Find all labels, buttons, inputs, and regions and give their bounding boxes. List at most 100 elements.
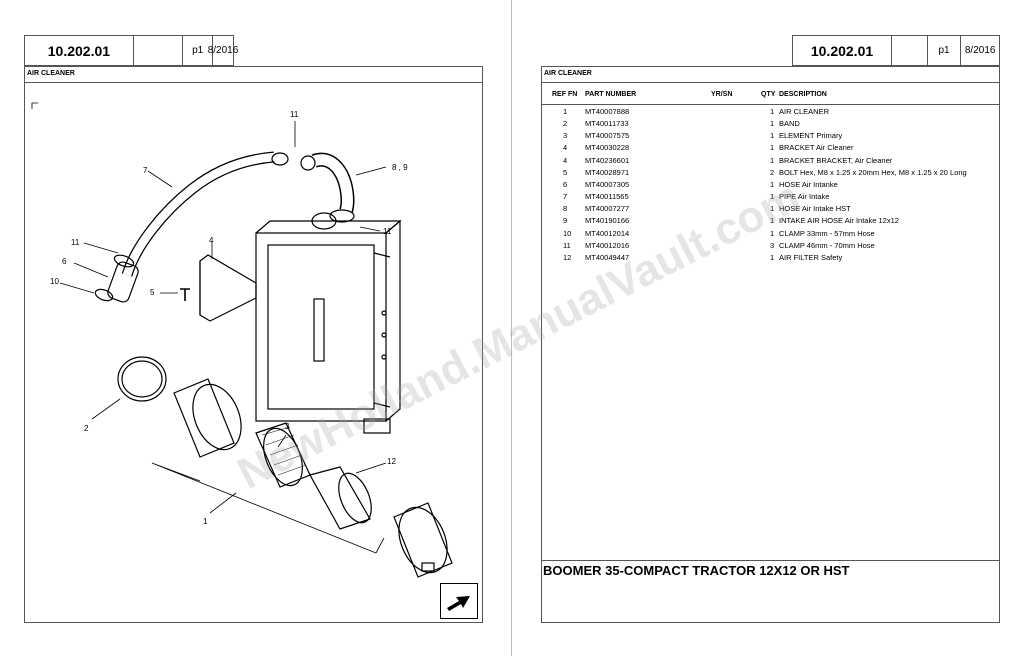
part-number-cell: MT40011565 <box>585 192 629 202</box>
exploded-diagram <box>31 102 453 578</box>
col-qty: QTY <box>761 91 776 98</box>
ref-cell: 3 <box>563 131 568 141</box>
right-header: 10.202.01 p1 8/2016 <box>792 35 1000 66</box>
callout-11-top: 11 <box>290 110 299 119</box>
description-cell: CLAMP 46mm - 70mm Hose <box>779 240 875 250</box>
description-cell: BRACKET Air Cleaner <box>779 143 854 153</box>
callout-10: 10 <box>50 277 59 286</box>
callout-7: 7 <box>143 166 148 175</box>
col-description: DESCRIPTION <box>779 91 827 98</box>
callout-11-right: 11 <box>383 227 392 236</box>
col-yr-sn: YR/SN <box>711 91 733 98</box>
description-cell: BRACKET BRACKET, Air Cleaner <box>779 155 893 165</box>
callout-1: 1 <box>203 517 208 526</box>
page-separator <box>511 0 512 656</box>
end-cap <box>393 502 453 578</box>
part-number-cell: MT40030228 <box>585 143 630 153</box>
diagram-panel <box>24 66 483 623</box>
left-section-title: AIR CLEANER <box>27 70 75 77</box>
callout-5: 5 <box>150 288 155 297</box>
description-cell: HOSE Air Intake HST <box>779 204 851 214</box>
description-cell: PIPE Air Intake <box>779 192 830 202</box>
ref-cell: 9 <box>563 216 568 226</box>
part-number-cell: MT40007277 <box>585 204 630 214</box>
primary-element <box>255 422 311 488</box>
col-ref: REF <box>552 91 566 98</box>
parts-list-panel <box>541 66 1000 623</box>
description-cell: ELEMENT Primary <box>779 131 843 141</box>
callout-2: 2 <box>84 424 89 433</box>
qty-cell: 1 <box>770 192 775 202</box>
part-number-cell: MT40007305 <box>585 179 630 189</box>
clamp-left <box>113 254 135 268</box>
part-number-cell: MT40012014 <box>585 228 630 238</box>
band <box>117 356 167 402</box>
qty-cell: 2 <box>770 167 775 177</box>
qty-cell: 1 <box>770 216 775 226</box>
qty-cell: 1 <box>770 179 775 189</box>
description-cell: HOSE Air Intanke <box>779 179 838 189</box>
bracket <box>199 254 257 322</box>
part-number-cell: MT40028971 <box>585 167 630 177</box>
clamp-small <box>94 288 114 302</box>
part-number-cell: MT40012016 <box>585 240 630 250</box>
header-blank-cell-right <box>892 36 928 65</box>
table-row: 9 MT40190166 1 INTAKE AIR HOSE Air Intake 1… <box>541 216 1000 228</box>
ref-cell: 12 <box>563 252 572 262</box>
part-number-cell: MT40049447 <box>585 252 630 262</box>
qty-cell: 3 <box>770 240 775 250</box>
col-part-number: PART NUMBER <box>585 91 637 98</box>
right-title-rule <box>541 82 1000 83</box>
page-number-right: p1 <box>928 36 962 65</box>
clamp-top <box>271 152 289 166</box>
description-cell: AIR FILTER Safety <box>779 252 843 262</box>
ref-cell: 5 <box>563 167 568 177</box>
description-cell: AIR CLEANER <box>779 107 830 116</box>
right-section-title: AIR CLEANER <box>544 70 592 77</box>
callout-6: 6 <box>62 257 67 266</box>
ref-cell: 7 <box>563 192 568 202</box>
arrow-icon <box>447 596 470 611</box>
col-fn: FN <box>568 91 578 98</box>
next-page-arrow[interactable] <box>440 583 478 619</box>
hose-intake <box>107 261 139 303</box>
clamp-right <box>329 209 355 223</box>
qty-cell: 1 <box>770 155 775 165</box>
part-number-cell: MT40007575 <box>585 131 630 141</box>
ref-cell: 4 <box>563 143 568 153</box>
table-header-rule <box>541 104 1000 105</box>
header-blank-cell <box>134 36 184 65</box>
description-cell: BAND <box>779 119 800 129</box>
left-header: 10.202.01 p1 8/2016 <box>24 35 239 66</box>
qty-cell: 1 <box>770 252 775 262</box>
section-code-right: 10.202.01 <box>793 36 893 65</box>
revision-date-right: 8/2016 <box>964 45 996 56</box>
table-row: 7 MT40011565 1 PIPE Air Intake <box>541 192 1000 204</box>
qty-cell: 1 <box>770 107 775 116</box>
page-number: p1 <box>183 36 213 65</box>
ref-cell: 4 <box>563 155 568 165</box>
callout-12: 12 <box>387 457 396 466</box>
part-number-cell: MT40011733 <box>585 119 629 129</box>
revision-date: 8/2016 <box>207 45 239 56</box>
qty-cell: 1 <box>770 228 775 238</box>
part-number-cell: MT40007888 <box>585 107 630 116</box>
ref-cell: 10 <box>563 228 572 238</box>
table-row: 12 MT40049447 1 AIR FILTER Safety <box>541 253 1000 265</box>
qty-cell: 1 <box>770 119 775 129</box>
air-cleaner-body <box>173 378 242 458</box>
ref-cell: 6 <box>563 179 568 189</box>
part-number-cell: MT40190166 <box>585 216 630 226</box>
safety-filter <box>309 466 372 530</box>
callout-8-9: 8 , 9 <box>392 163 408 172</box>
section-code: 10.202.01 <box>25 36 134 65</box>
qty-cell: 1 <box>770 131 775 141</box>
description-cell: INTAKE AIR HOSE Air Intake 12x12 <box>779 216 899 226</box>
table-row: 6 MT40007305 1 HOSE Air Intanke <box>541 180 1000 192</box>
ref-cell: 11 <box>563 240 571 250</box>
